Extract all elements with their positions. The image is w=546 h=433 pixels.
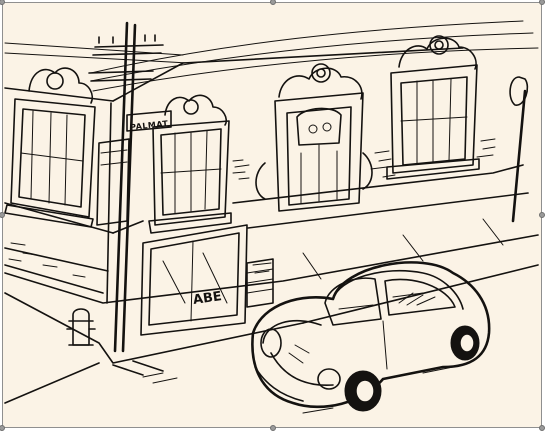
resize-handle-top-right[interactable]: [539, 0, 545, 5]
shop-window: [140, 224, 274, 336]
brick-texture: [8, 138, 496, 278]
ornate-window-left: [4, 67, 96, 228]
corner-sign: [126, 110, 172, 132]
ground-shading: [142, 366, 454, 414]
sketch-paper: PALMAT ABE ~: [2, 2, 542, 428]
utility-pole: [88, 21, 164, 353]
resize-handle-top-center[interactable]: [270, 0, 276, 5]
ornate-window-center-left: [148, 94, 232, 234]
resize-handle-middle-left[interactable]: [0, 212, 5, 218]
resize-handle-bottom-center[interactable]: [270, 425, 276, 431]
sidewalk: [4, 218, 539, 404]
resize-handle-top-left[interactable]: [0, 0, 5, 5]
beetle-car: [251, 261, 491, 412]
ornate-doorway: [255, 63, 373, 212]
building: [4, 47, 529, 304]
fire-hydrant: [66, 308, 96, 346]
street-sketch: [4, 20, 539, 414]
resize-handle-bottom-right[interactable]: [539, 425, 545, 431]
ornate-window-right: [386, 35, 480, 180]
overhead-wires: [4, 20, 539, 92]
resize-handle-bottom-left[interactable]: [0, 425, 5, 431]
resize-handle-middle-right[interactable]: [539, 212, 545, 218]
street-sign-pole: [509, 76, 529, 223]
